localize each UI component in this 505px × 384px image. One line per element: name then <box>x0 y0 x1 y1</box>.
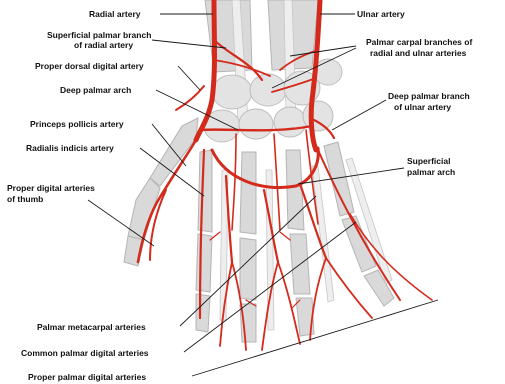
label-superficial-palmar-branch-line2: of radial artery <box>74 40 133 50</box>
label-palmar-carpal-branches: Palmar carpal branches of <box>366 37 472 47</box>
label-proper-dorsal-digital-artery: Proper dorsal digital artery <box>35 61 144 71</box>
label-radialis-indicis-artery: Radialis indicis artery <box>26 143 114 153</box>
label-radial-artery: Radial artery <box>89 9 141 19</box>
hand-skeleton <box>124 0 394 342</box>
label-superficial-palmar-branch: Superficial palmar branch <box>47 30 151 40</box>
label-princeps-pollicis-artery: Princeps pollicis artery <box>30 119 124 129</box>
label-superficial-palmar-arch: Superficial <box>407 156 450 166</box>
label-superficial-palmar-arch-line2: palmar arch <box>407 167 455 177</box>
label-deep-palmar-arch: Deep palmar arch <box>60 85 131 95</box>
label-ulnar-artery: Ulnar artery <box>357 9 405 19</box>
label-proper-palmar-digital-arteries: Proper palmar digital arteries <box>28 372 146 382</box>
label-deep-palmar-branch-line2: of ulnar artery <box>394 102 451 112</box>
label-proper-digital-arteries-thumb: Proper digital arteries <box>7 183 95 193</box>
label-palmar-carpal-branches-line2: radial and ulnar arteries <box>370 48 467 58</box>
label-deep-palmar-branch: Deep palmar branch <box>388 91 470 101</box>
label-palmar-metacarpal-arteries: Palmar metacarpal arteries <box>37 322 146 332</box>
label-proper-digital-arteries-thumb-line2: of thumb <box>7 194 43 204</box>
label-common-palmar-digital-arteries: Common palmar digital arteries <box>21 348 149 358</box>
